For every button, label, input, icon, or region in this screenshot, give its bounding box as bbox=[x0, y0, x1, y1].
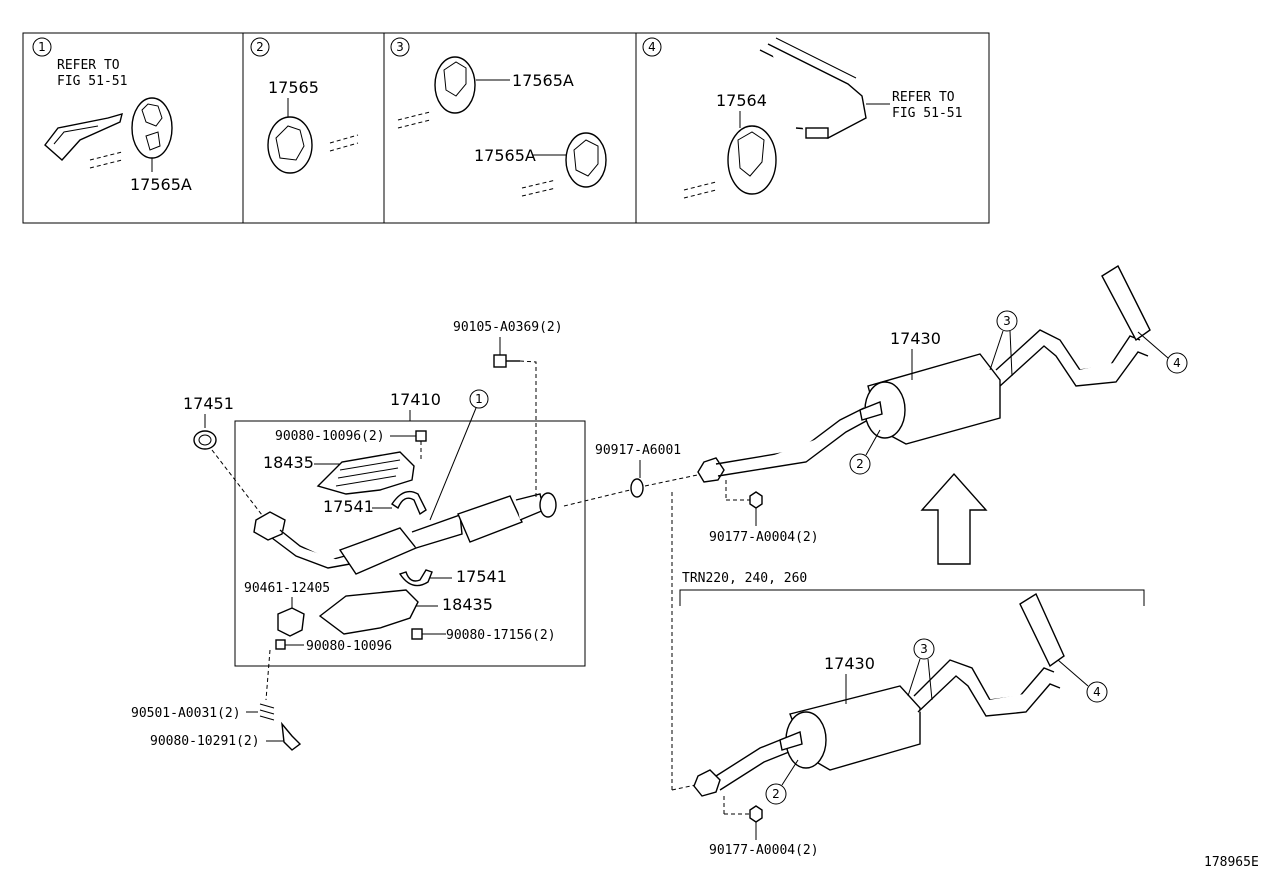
part-label-90080-10096-2: 90080-10096(2) bbox=[275, 429, 385, 444]
callout-2-upper: 2 bbox=[856, 457, 864, 471]
inset-panels bbox=[22, 32, 990, 224]
callout-4-upper: 4 bbox=[1173, 356, 1181, 370]
callout-3-upper: 3 bbox=[1003, 314, 1011, 328]
part-label-17565A-inset3a: 17565A bbox=[512, 71, 574, 90]
inset-4: 4 17564 REFER TO FIG 51-51 bbox=[642, 37, 962, 199]
part-label-18435-upper: 18435 bbox=[263, 453, 314, 472]
front-direction-arrow bbox=[920, 472, 988, 565]
part-label-17410: 17410 bbox=[390, 390, 441, 409]
part-label-90080-17156-2: 90080-17156(2) bbox=[446, 628, 556, 643]
part-label-90177-A0004-2-upper: 90177-A0004(2) bbox=[709, 530, 819, 545]
part-label-18435-lower: 18435 bbox=[442, 595, 493, 614]
inset-1-refer-line1: REFER TO bbox=[57, 58, 120, 73]
part-label-90080-10291-2: 90080-10291(2) bbox=[150, 734, 260, 749]
callout-4-lower: 4 bbox=[1093, 685, 1101, 699]
part-label-17565: 17565 bbox=[268, 78, 319, 97]
gasket-17451: 17451 bbox=[183, 394, 263, 516]
part-label-17430-lower: 17430 bbox=[824, 654, 875, 673]
muffler-assembly-upper bbox=[697, 264, 1151, 483]
callout-3-lower: 3 bbox=[920, 642, 928, 656]
part-label-90917-A6001: 90917-A6001 bbox=[595, 443, 681, 458]
part-label-90080-10096: 90080-10096 bbox=[306, 639, 392, 654]
part-label-17564: 17564 bbox=[716, 91, 767, 110]
part-label-90461-12405: 90461-12405 bbox=[244, 581, 330, 596]
part-label-90105-A0369-2: 90105-A0369(2) bbox=[453, 320, 563, 335]
inset-4-refer-line1: REFER TO bbox=[892, 90, 955, 105]
part-label-17565A-inset3b: 17565A bbox=[474, 146, 536, 165]
part-label-90177-A0004-2-lower: 90177-A0004(2) bbox=[709, 843, 819, 858]
front-exhaust-pipe bbox=[253, 492, 557, 575]
part-label-17541-upper: 17541 bbox=[323, 497, 374, 516]
part-label-17541-lower: 17541 bbox=[456, 567, 507, 586]
callout-1: 1 bbox=[475, 392, 483, 406]
part-label-17430-upper: 17430 bbox=[890, 329, 941, 348]
figure-id: 178965E bbox=[1204, 855, 1259, 870]
callout-2-lower: 2 bbox=[772, 787, 780, 801]
inset-3: 3 17565A 17565A bbox=[390, 37, 607, 197]
part-label-17451: 17451 bbox=[183, 394, 234, 413]
part-label-90501-A0031-2: 90501-A0031(2) bbox=[131, 706, 241, 721]
inset-1-refer-line2: FIG 51-51 bbox=[57, 74, 127, 89]
inset-2-number: 2 bbox=[256, 40, 264, 54]
inset-4-number: 4 bbox=[648, 40, 656, 54]
variant-label: TRN220, 240, 260 bbox=[682, 571, 807, 586]
part-label-17565A-inset1: 17565A bbox=[130, 175, 192, 194]
inset-4-refer-line2: FIG 51-51 bbox=[892, 106, 962, 121]
inset-1: 1 REFER TO FIG 51-51 17565A bbox=[32, 37, 192, 194]
inset-3-number: 3 bbox=[396, 40, 404, 54]
inset-2: 2 17565 bbox=[250, 37, 359, 174]
muffler-assembly-lower bbox=[693, 592, 1065, 797]
inset-1-number: 1 bbox=[38, 40, 46, 54]
